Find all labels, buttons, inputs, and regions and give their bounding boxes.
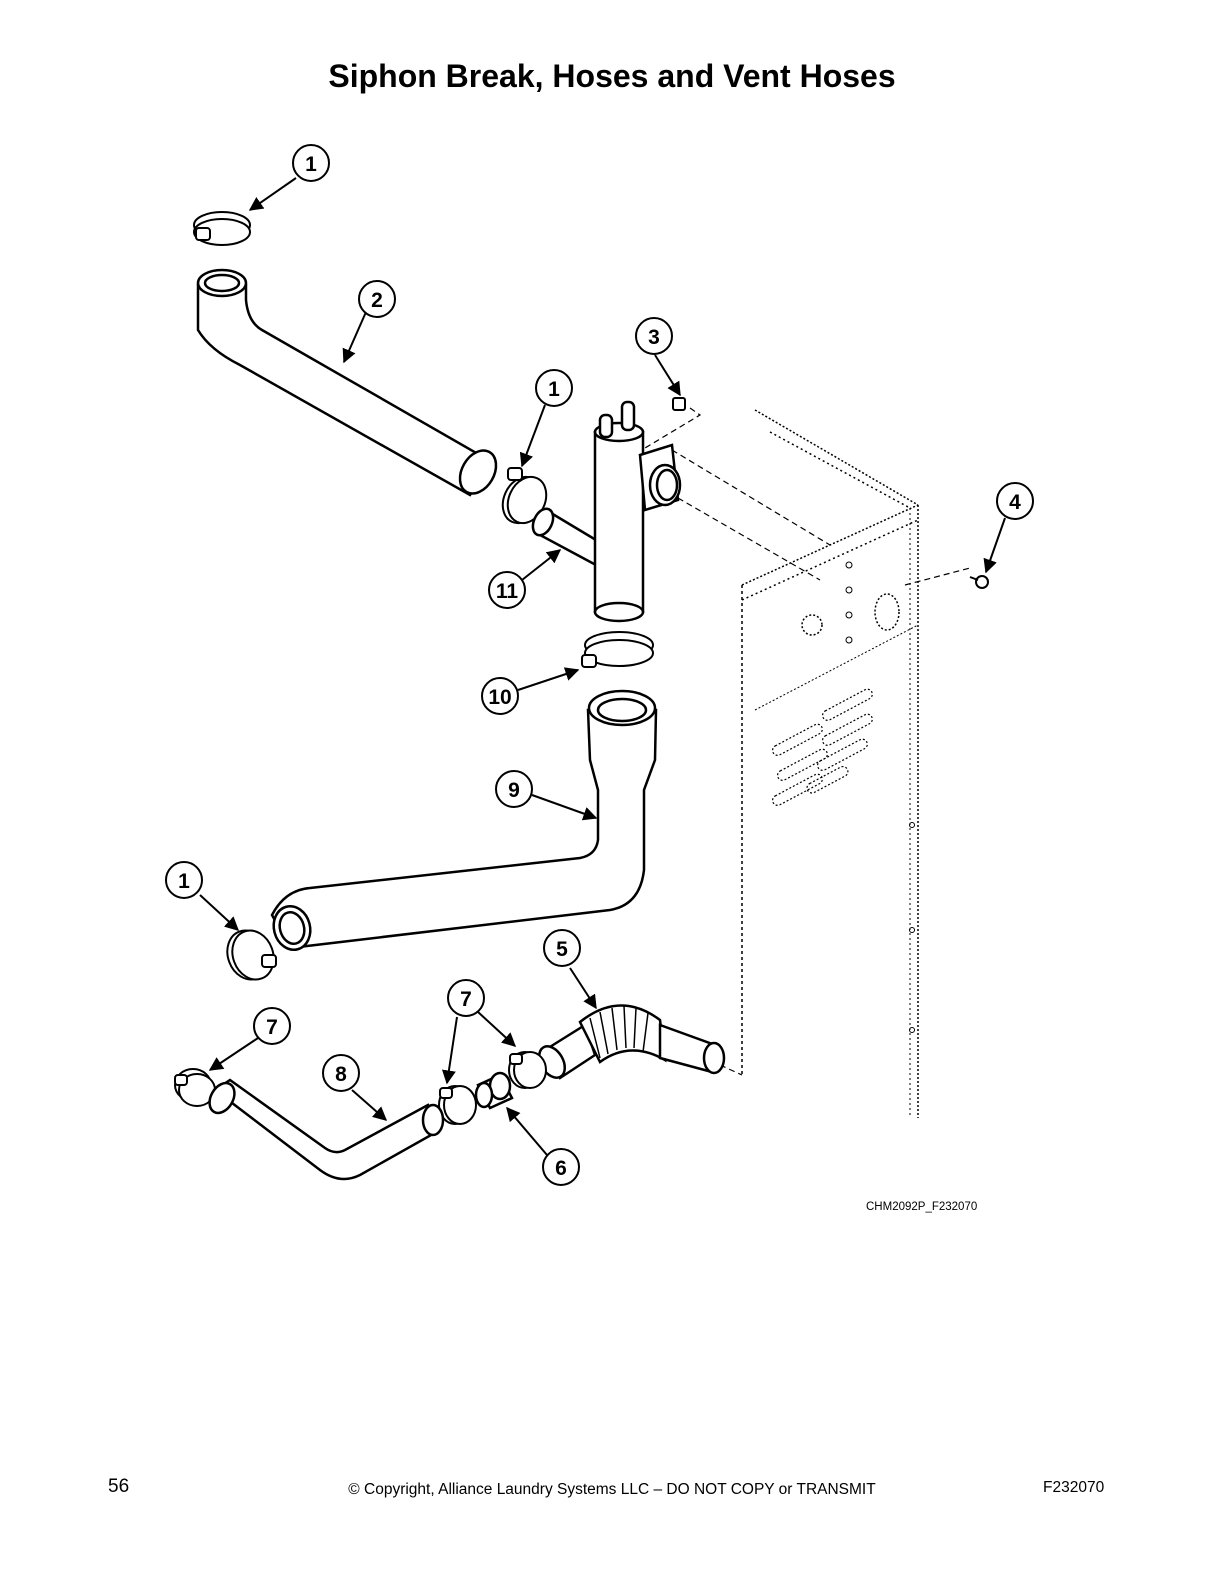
hose-clamp-lower: [581, 631, 654, 668]
callout-label: 1: [178, 870, 190, 893]
page-title: Siphon Break, Hoses and Vent Hoses: [328, 58, 896, 94]
callout-10: 10: [481, 677, 519, 715]
callout-label: 9: [508, 779, 520, 802]
document-id: F232070: [1043, 1479, 1105, 1496]
callout-leaders: [199, 177, 1006, 1156]
callout-1a: 1: [292, 144, 330, 182]
callout-label: 7: [266, 1016, 278, 1039]
coupling: [474, 1071, 514, 1110]
callout-label: 1: [305, 153, 317, 176]
copyright-notice: © Copyright, Alliance Laundry Systems LL…: [348, 1481, 876, 1498]
callout-label: 2: [371, 289, 383, 312]
callout-7a: 7: [447, 979, 485, 1017]
hose-clamp-small-right: [508, 1051, 547, 1089]
fastener-screw: [969, 575, 989, 589]
hose-clamp-left: [226, 929, 277, 981]
callout-11: 11: [488, 571, 526, 609]
callout-5: 5: [543, 929, 581, 967]
callouts: 1 2 3 1 4 11 10 9 1 5 7 7 8 6: [165, 144, 1034, 1186]
callout-label: 6: [555, 1157, 567, 1180]
callout-label: 7: [460, 988, 472, 1011]
callout-2: 2: [358, 280, 396, 318]
callout-label: 10: [488, 686, 511, 709]
vent-hose: [208, 1078, 445, 1181]
hose-clamp-small-left: [174, 1068, 216, 1107]
callout-1b: 1: [535, 369, 573, 407]
callout-8: 8: [322, 1054, 360, 1092]
callout-3: 3: [635, 317, 673, 355]
callout-9: 9: [495, 770, 533, 808]
lower-hose: [270, 689, 658, 952]
hose-clamp-top: [193, 211, 251, 246]
callout-7b: 7: [253, 1007, 291, 1045]
page-number: 56: [108, 1476, 130, 1497]
callout-4: 4: [996, 482, 1034, 520]
hose-clamp-small-middle: [438, 1085, 477, 1125]
callout-label: 11: [496, 580, 519, 603]
figure-id: CHM2092P_F232070: [866, 1201, 978, 1213]
bellows-vent-hose: [537, 1004, 726, 1080]
fastener-nut: [672, 397, 686, 411]
hose-clamp-middle: [501, 467, 548, 525]
callout-label: 8: [335, 1063, 347, 1086]
callout-1c: 1: [165, 861, 203, 899]
callout-label: 4: [1009, 491, 1021, 514]
callout-label: 3: [648, 326, 660, 349]
dashed-leaders: [644, 407, 971, 1076]
cabinet-panel: [741, 409, 919, 1118]
siphon-break: [531, 400, 682, 623]
callout-label: 1: [548, 378, 560, 401]
upper-hose: [196, 268, 498, 497]
callout-label: 5: [556, 938, 568, 961]
callout-6: 6: [542, 1148, 580, 1186]
